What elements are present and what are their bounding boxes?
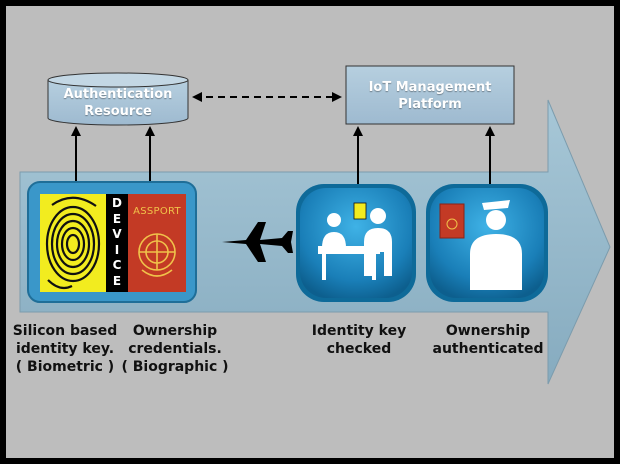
passport-icon [138,233,176,277]
airplane-icon [222,222,293,262]
passport-officer-icon [426,184,548,302]
caption-line: Silicon based [12,323,118,339]
auth-resource-line2: Resource [84,104,152,119]
passport-label: ASSPORT [133,206,181,217]
iot-platform-label: IoT Management Platform [346,79,514,113]
device-letter: D [112,196,122,210]
authentication-resource-cylinder [47,72,189,126]
device-vertical-label: D E V I C E [106,196,128,290]
caption-line: ( Biographic ) [121,359,229,375]
iot-platform-box [345,65,515,125]
caption-identity-checked: Identity key checked [304,322,414,358]
caption-line: identity key. [15,341,115,357]
caption-ownership-credentials: Ownership credentials. ( Biographic ) [120,322,230,376]
iot-platform-line2: Platform [398,97,462,112]
caption-line: ( Biometric ) [15,359,115,375]
caption-line: Ownership [132,323,218,339]
auth-resource-line1: Authentication [63,87,173,102]
auth-resource-label: Authentication Resource [48,86,188,120]
device-letter: I [114,242,120,257]
device-letter: V [112,227,122,242]
caption-ownership-authenticated: Ownership authenticated [428,322,548,358]
fingerprint-icon [45,196,101,290]
device-letter: E [112,273,122,288]
device-letter: E [112,211,122,226]
caption-line: checked [326,341,392,357]
caption-line: Identity key [311,323,407,339]
device-strip [106,194,128,292]
fingerprint-panel [40,194,106,292]
caption-line: Ownership [445,323,531,339]
checkin-desk-icon [296,184,416,302]
caption-line: authenticated [432,341,544,357]
iot-platform-line1: IoT Management [368,80,492,95]
caption-identity-key: Silicon based identity key. ( Biometric … [10,322,120,376]
device-card [27,181,197,303]
device-letter: C [112,258,122,273]
caption-line: credentials. [128,341,222,357]
